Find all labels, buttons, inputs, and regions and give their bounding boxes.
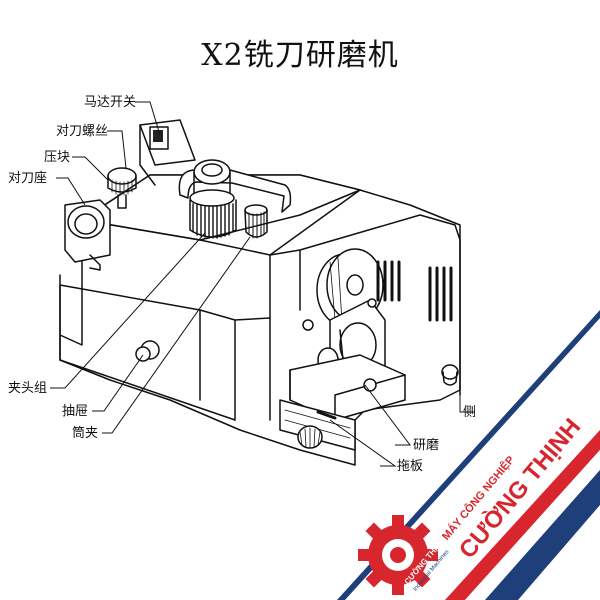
chuck-group xyxy=(178,159,292,239)
press-knob xyxy=(107,167,137,209)
leader-lines xyxy=(50,101,475,467)
label-drawer: 抽屉 xyxy=(62,404,89,419)
slide-knob xyxy=(297,425,323,449)
tool-seat xyxy=(64,199,111,271)
grinding-seat xyxy=(289,299,406,421)
label-side: 侧 xyxy=(463,405,477,420)
side-knob xyxy=(441,364,459,386)
slide-plate xyxy=(279,399,356,451)
label-motor-switch: 马达开关 xyxy=(84,95,137,110)
label-collet: 筒夹 xyxy=(72,426,99,441)
label-chuck-group: 夹头组 xyxy=(8,381,48,396)
vent-slots xyxy=(376,260,453,322)
motor-switch xyxy=(139,119,196,186)
label-tool-seat: 对刀座 xyxy=(8,171,48,186)
collet xyxy=(244,204,268,239)
label-grinding: 研磨 xyxy=(413,438,440,453)
label-slide-plate: 拖板 xyxy=(397,459,424,474)
diagram-title: X2铣刀研磨机 xyxy=(201,38,399,73)
drawer-knob xyxy=(135,340,160,362)
label-press-block: 压块 xyxy=(44,150,71,165)
label-adjust-screw: 对刀螺丝 xyxy=(56,124,109,139)
